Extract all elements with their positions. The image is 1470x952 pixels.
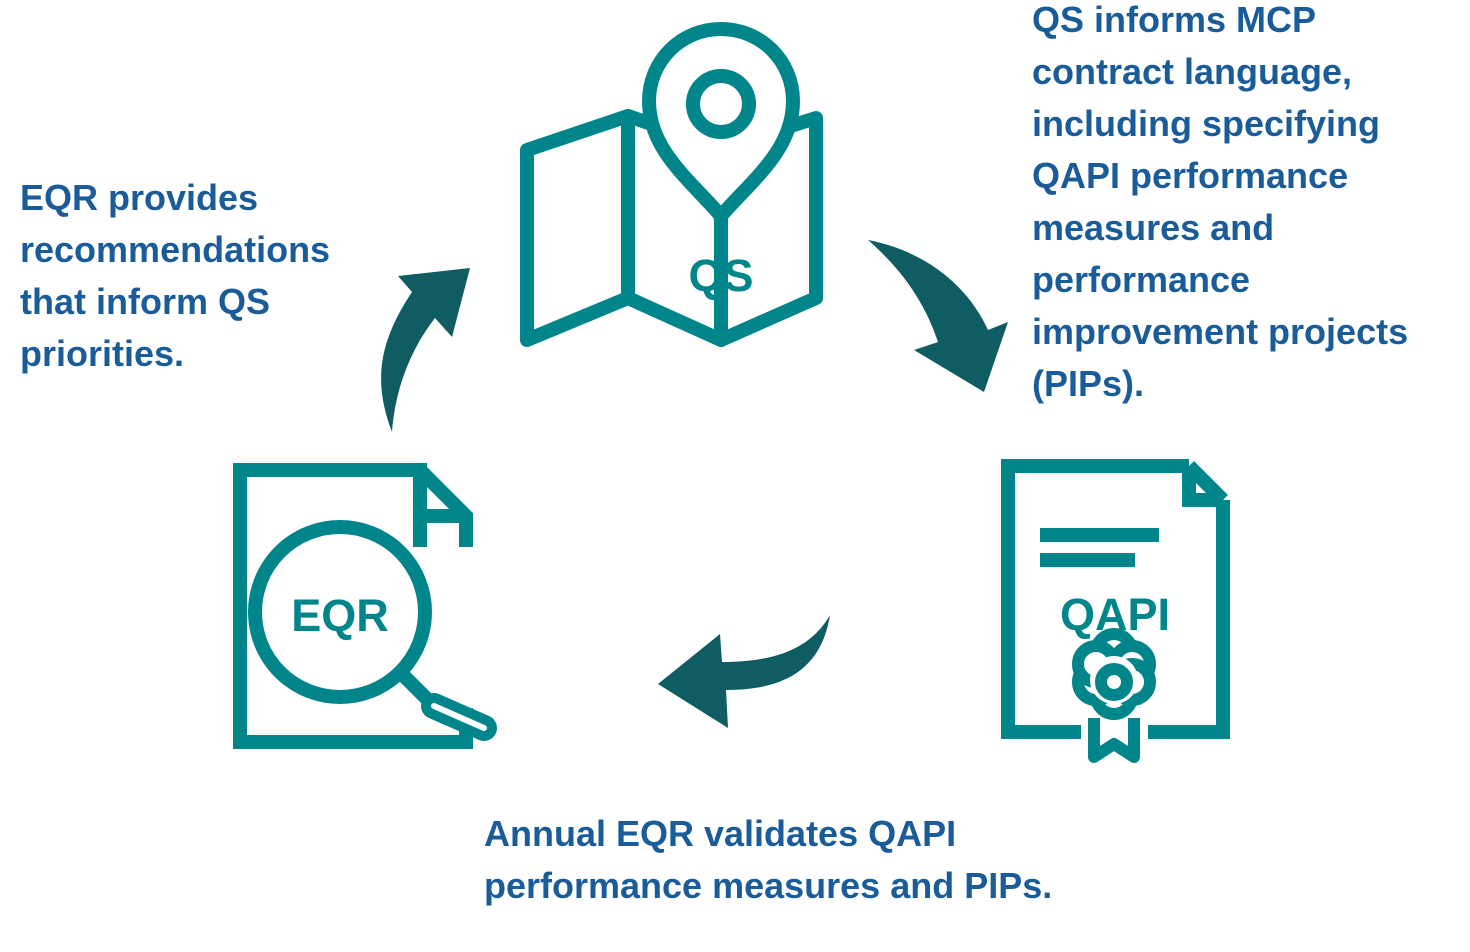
document-icon: [233, 463, 473, 749]
map-pin-icon: [642, 22, 800, 223]
qapi-node: QAPI: [1001, 459, 1230, 763]
arrow-qapi-to-eqr: [658, 615, 830, 728]
qs-label: QS: [688, 250, 753, 301]
arrow-eqr-to-qs: [381, 268, 470, 432]
arrow-qs-to-qapi: [868, 240, 1008, 392]
certificate-document-icon: [1001, 459, 1230, 763]
qapi-label: QAPI: [1060, 589, 1170, 640]
caption-qapi-to-eqr: Annual EQR validates QAPI performance me…: [484, 813, 1053, 906]
caption-qs-to-qapi: QS informs MCP contract language, includ…: [1032, 0, 1409, 404]
qs-node: QS: [520, 22, 823, 347]
document-magnifier-icon: [248, 520, 497, 741]
eqr-node: EQR: [233, 463, 497, 749]
caption-eqr-to-qs: EQR provides recommendations that inform…: [20, 177, 331, 374]
eqr-label: EQR: [291, 590, 389, 641]
award-seal-icon: [1072, 628, 1156, 763]
